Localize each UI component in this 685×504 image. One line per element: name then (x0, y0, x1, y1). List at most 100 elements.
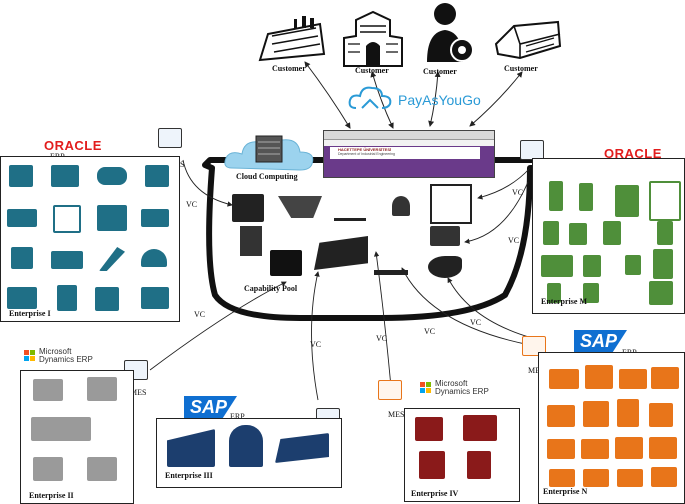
tractor-icon (549, 469, 575, 487)
robot-arm-machine (334, 196, 366, 221)
worker-table-icon (649, 281, 673, 305)
vc-label-1: VC (186, 200, 198, 209)
excavator-icon (651, 467, 677, 487)
welder-icon (392, 196, 410, 216)
crane-icon (57, 285, 77, 311)
drill-press-machine (240, 226, 262, 256)
dump-truck-icon (651, 367, 679, 389)
crane-icon (583, 401, 609, 427)
web-portal-window: HACETTEPE ÜNİVERSİTESİ Department of Ind… (323, 130, 495, 178)
scaffold-worker-icon (430, 184, 472, 224)
robot-arm-icon (415, 417, 443, 441)
portal-subtitle: Department of Industrial Engineering (338, 152, 396, 156)
forklift-icon (649, 403, 673, 427)
enterprise-1-label: Enterprise I (9, 309, 51, 318)
worker-icon (549, 181, 563, 211)
enterprise-2-box: Enterprise II (20, 370, 134, 504)
factory-icon (7, 287, 37, 309)
box-truck-icon (31, 417, 91, 441)
enterprise-3-box: Enterprise III (156, 418, 342, 488)
truck-icon (87, 377, 117, 401)
enterprise-n-label: Enterprise N (543, 487, 588, 496)
cloud-server-icon (224, 135, 314, 171)
drill-rig-icon (617, 399, 639, 427)
scissor-lift-icon (615, 185, 639, 217)
oracle-logo-m: ORACLE (604, 146, 662, 161)
cnc-mill-machine (278, 196, 322, 218)
worker-group-icon (541, 255, 573, 277)
drill-press-icon (467, 451, 491, 479)
customer-label-4: Customer (504, 64, 538, 73)
worker-icon (657, 221, 673, 245)
truck-icon (33, 379, 63, 401)
enterprise-m-label: Enterprise M (541, 297, 587, 306)
pump-icon (141, 209, 169, 227)
worker-icon (547, 283, 561, 303)
warning-icon (11, 247, 33, 269)
ambulance-icon (87, 457, 117, 481)
mobile-crane-icon (615, 437, 643, 459)
portal-title: HACETTEPE ÜNİVERSİTESİ (338, 147, 392, 152)
mes-icon-n (522, 336, 546, 356)
cloud-hand-icon (348, 86, 392, 109)
lathe-machine-icon (167, 429, 215, 467)
ms-line2: Dynamics ERP (39, 355, 93, 364)
microsoft-logo-icon (24, 350, 36, 362)
mes-label-2: MES (130, 388, 147, 397)
truck-icon (7, 209, 37, 227)
press-machine-icon (463, 415, 497, 441)
mes-icon-1 (158, 128, 182, 148)
machine-tool-icon (419, 451, 445, 479)
university-building-icon (343, 10, 403, 67)
browser-tab-bar (324, 131, 494, 140)
worker-ladder-icon (653, 249, 673, 279)
customer-label-1: Customer (272, 64, 306, 73)
worker-icon (603, 221, 621, 245)
enterprise-2-label: Enterprise II (29, 491, 74, 500)
worker-icon (569, 223, 587, 245)
conveyor-icon (53, 205, 81, 233)
sap-logo-3: SAP (184, 396, 238, 419)
forklift-worker-icon (430, 226, 460, 246)
enterprise-1-box: Enterprise I (0, 156, 180, 322)
machine-tool-1 (232, 194, 264, 222)
machine-icon (9, 165, 33, 187)
browser-address-bar (324, 140, 494, 146)
hardhat-icon (141, 249, 167, 267)
customer-label-3: Customer (423, 67, 457, 76)
roller-icon (617, 469, 643, 487)
warehouse-building-icon (494, 20, 562, 60)
vc-label-5: VC (310, 340, 322, 349)
enterprise-n-box: Enterprise N (538, 352, 685, 504)
mes-label-4: MES (388, 410, 405, 419)
ambulance-icon (33, 457, 63, 481)
erp-label-3: ERP (230, 412, 245, 421)
vc-label-3: VC (508, 236, 520, 245)
truck-icon (583, 469, 609, 487)
barrel-icon (625, 255, 641, 275)
tractor-icon (428, 256, 462, 278)
cloud-label: Cloud Computing (236, 172, 298, 181)
assembly-icon (97, 205, 127, 231)
worker-icon (583, 283, 599, 303)
loader-icon (581, 439, 609, 459)
scaffold-icon (649, 181, 681, 221)
truck-icon (619, 369, 647, 389)
vc-label-4: VC (194, 310, 206, 319)
sap-logo-n: SAP (574, 330, 628, 353)
payg-label: PayAsYouGo (398, 92, 481, 108)
customer-label-2: Customer (355, 66, 389, 75)
machine-icon (145, 165, 169, 187)
enterprise-3-label: Enterprise III (165, 471, 213, 480)
enterprise-4-label: Enterprise IV (411, 489, 459, 498)
worker-icon (583, 255, 601, 277)
capability-pool-label: Capability Pool (244, 284, 298, 293)
machine-icon (51, 165, 79, 187)
excavator-icon (374, 248, 408, 275)
oracle-logo-1: ORACLE (44, 138, 102, 153)
tractor-icon (585, 365, 613, 389)
mes-label-n: MES (528, 366, 545, 375)
factory-building-icon (258, 16, 326, 62)
